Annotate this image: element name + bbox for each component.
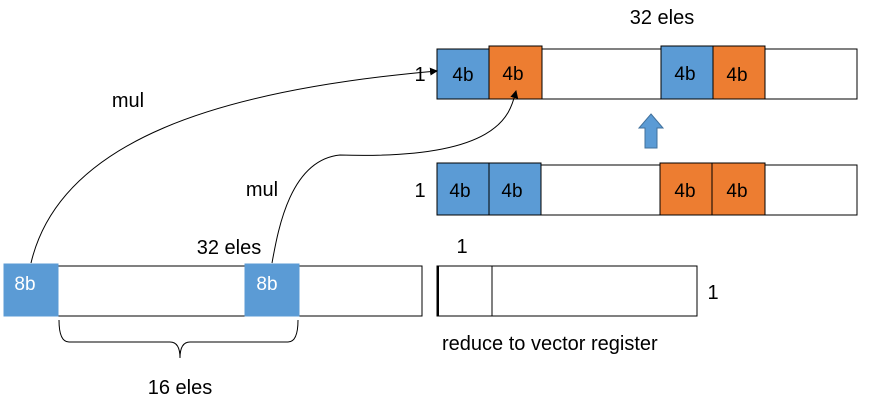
top-vector: 32 eles 4b 4b 4b 4b 1 (414, 7, 858, 100)
bottom-cell-1-label: 8b (14, 274, 35, 295)
middle-cell-3 (659, 162, 713, 216)
result-vector-caption: reduce to vector register (442, 333, 658, 355)
top-cell-1-label: 4b (452, 65, 473, 86)
span-brace (58, 319, 299, 359)
top-cell-1 (436, 48, 490, 100)
bottom-cell-2-label: 8b (256, 274, 277, 295)
middle-cell-2-label: 4b (501, 181, 522, 202)
middle-cell-2 (488, 162, 542, 216)
mul-arrow-left (30, 67, 438, 264)
top-cell-4-label: 4b (726, 65, 747, 86)
middle-cell-3-label: 4b (674, 181, 695, 202)
result-vector-register (436, 265, 698, 317)
bottom-cell-1 (3, 263, 59, 317)
result-vector-row-label: 1 (707, 282, 718, 304)
mul-arrow-left-label: mul (112, 90, 144, 112)
bottom-cell-2 (244, 263, 300, 317)
result-vector-col-label: 1 (456, 236, 467, 258)
bottom-vector-count-label: 32 eles (197, 237, 262, 259)
mul-arrow-right (271, 90, 519, 264)
middle-vector: 4b 4b 4b 4b 1 (414, 162, 858, 216)
bottom-vector-register (3, 265, 423, 317)
middle-vector-row-label: 1 (414, 180, 425, 202)
mul-arrow-right-label: mul (246, 179, 278, 201)
top-cell-2-label: 4b (502, 64, 523, 85)
top-vector-count-label: 32 eles (630, 7, 695, 29)
middle-cell-4 (711, 162, 766, 216)
block-arrow-up-icon (637, 113, 665, 149)
middle-cell-1-label: 4b (449, 181, 470, 202)
middle-cell-4-label: 4b (726, 181, 747, 202)
top-cell-2 (488, 45, 543, 100)
top-vector-row-label: 1 (414, 64, 425, 86)
top-cell-4 (712, 45, 766, 100)
middle-cell-1 (436, 162, 490, 216)
result-vector: 1 1 reduce to vector register (436, 236, 719, 355)
bottom-vector: 32 eles 8b 8b 16 eles (3, 237, 423, 399)
top-cell-3-label: 4b (674, 64, 695, 85)
bottom-vector-span-label: 16 eles (148, 377, 213, 399)
